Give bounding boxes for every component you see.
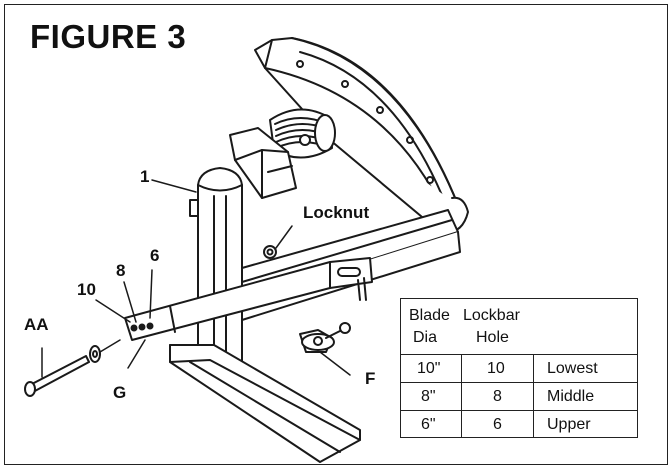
row-dia: 8": [421, 388, 436, 405]
table-row: 8" 8 Middle: [401, 383, 637, 411]
blade-lockbar-table: Blade Dia Lockbar Hole 10" 10 Lowest 8" …: [400, 298, 638, 438]
table-divider-1: [461, 355, 462, 437]
callout-g: G: [113, 383, 127, 402]
row-dia: 10": [417, 360, 441, 377]
callout-hole-8: 8: [116, 261, 126, 280]
header-dia: Dia: [413, 329, 438, 346]
callout-locknut: Locknut: [303, 203, 370, 222]
blade-guard: [254, 37, 469, 234]
header-hole: Hole: [476, 329, 509, 346]
row-hole: 8: [493, 388, 502, 405]
row-position: Lowest: [547, 360, 598, 377]
row-hole: 6: [493, 416, 502, 433]
figure-title: FIGURE 3: [30, 18, 187, 55]
table-row: 10" 10 Lowest: [401, 355, 637, 383]
row-hole: 10: [487, 360, 505, 377]
spring-clamp: [229, 108, 336, 199]
table-header: Blade Dia Lockbar Hole: [401, 299, 637, 355]
header-blade: Blade: [409, 307, 450, 324]
table-row: 6" 6 Upper: [401, 411, 637, 439]
figure-frame: [4, 4, 668, 465]
callout-part-1: 1: [140, 167, 150, 186]
row-dia: 6": [421, 416, 436, 433]
header-lockbar: Lockbar: [463, 307, 520, 324]
callout-bolt-aa: AA: [24, 315, 49, 334]
lockbar: [124, 257, 373, 341]
locknut: [263, 225, 293, 259]
leader-lines: [95, 179, 197, 369]
base-plate: [169, 344, 361, 463]
callout-hole-6: 6: [150, 246, 160, 265]
table-divider-2: [533, 355, 534, 437]
vertical-post: [189, 167, 243, 381]
row-position: Upper: [547, 416, 591, 433]
callout-hole-10: 10: [77, 280, 96, 299]
knob-f: [299, 322, 351, 376]
bolt-aa: [24, 345, 101, 397]
row-position: Middle: [547, 388, 595, 405]
callout-f: F: [365, 369, 376, 388]
